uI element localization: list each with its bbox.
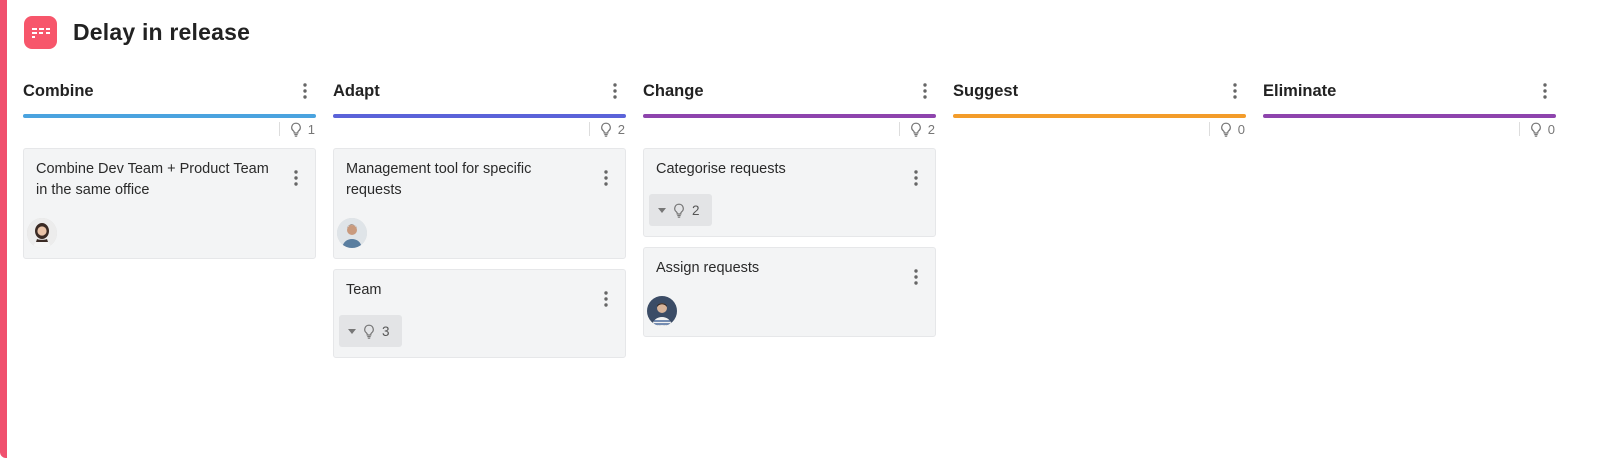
column-title: Suggest <box>953 81 1019 100</box>
column-eliminate: Eliminate 0 <box>1263 78 1556 358</box>
column-title: Combine <box>23 81 94 100</box>
lightbulb-icon <box>1530 122 1542 137</box>
man-avatar-2 <box>647 296 677 326</box>
idea-card[interactable]: Management tool for specific requests <box>333 148 626 259</box>
column-idea-count: 0 <box>1263 118 1556 140</box>
column-menu-icon[interactable] <box>1224 80 1246 102</box>
board-title: Delay in release <box>73 19 251 45</box>
lightbulb-icon <box>290 122 302 137</box>
grouped-count: 3 <box>382 323 390 339</box>
column-idea-count: 1 <box>23 118 316 140</box>
idea-count-value: 1 <box>307 121 315 137</box>
column-header: Adapt <box>333 78 626 104</box>
column-color-bar <box>23 114 316 118</box>
idea-count-value: 0 <box>1237 121 1245 137</box>
board-header: Delay in release <box>24 16 250 49</box>
grouped-count: 2 <box>692 202 700 218</box>
column-title: Change <box>643 81 704 100</box>
lightbulb-icon <box>910 122 922 137</box>
idea-card[interactable]: Combine Dev Team + Product Team in the s… <box>23 148 316 259</box>
column-suggest: Suggest 0 <box>953 78 1246 358</box>
count-divider <box>588 122 590 136</box>
caret-down-icon <box>348 328 356 334</box>
column-color-bar <box>953 114 1246 118</box>
count-divider <box>278 122 280 136</box>
column-idea-count: 2 <box>643 118 936 140</box>
column-header: Eliminate <box>1263 78 1556 104</box>
column-color-bar <box>1263 114 1556 118</box>
column-header: Change <box>643 78 936 104</box>
column-idea-count: 0 <box>953 118 1246 140</box>
card-title: Assign requests <box>656 260 760 276</box>
card-title: Team <box>346 282 382 298</box>
column-color-bar <box>333 114 626 118</box>
card-title: Management tool for specific requests <box>346 161 532 198</box>
column-header: Combine <box>23 78 316 104</box>
column-idea-count: 2 <box>333 118 626 140</box>
card-menu-icon[interactable] <box>285 167 307 189</box>
column-title: Eliminate <box>1263 81 1337 100</box>
idea-card[interactable]: Assign requests <box>643 247 936 337</box>
board-accent-bar <box>0 0 7 458</box>
card-menu-icon[interactable] <box>595 167 617 189</box>
lightbulb-icon <box>600 122 612 137</box>
count-divider <box>898 122 900 136</box>
count-divider <box>1518 122 1520 136</box>
card-title: Categorise requests <box>656 161 786 177</box>
grouped-ideas-toggle[interactable]: 3 <box>339 315 402 347</box>
lightbulb-icon <box>1220 122 1232 137</box>
column-title: Adapt <box>333 81 380 100</box>
lightbulb-icon <box>363 324 375 339</box>
lightbulb-icon <box>673 203 685 218</box>
card-menu-icon[interactable] <box>595 288 617 310</box>
idea-count-value: 2 <box>617 121 625 137</box>
card-menu-icon[interactable] <box>905 167 927 189</box>
card-title: Combine Dev Team + Product Team in the s… <box>36 161 269 198</box>
card-menu-icon[interactable] <box>905 266 927 288</box>
grouped-ideas-toggle[interactable]: 2 <box>649 194 712 226</box>
column-color-bar <box>643 114 936 118</box>
column-menu-icon[interactable] <box>294 80 316 102</box>
idea-count-value: 0 <box>1547 121 1555 137</box>
idea-count-value: 2 <box>927 121 935 137</box>
column-menu-icon[interactable] <box>914 80 936 102</box>
column-header: Suggest <box>953 78 1246 104</box>
card-list: Combine Dev Team + Product Team in the s… <box>23 148 316 259</box>
idea-card[interactable]: Categorise requests 2 <box>643 148 936 237</box>
count-divider <box>1208 122 1210 136</box>
board-app-icon[interactable] <box>24 16 57 49</box>
caret-down-icon <box>658 207 666 213</box>
column-menu-icon[interactable] <box>1534 80 1556 102</box>
man-avatar <box>337 218 367 248</box>
idea-card[interactable]: Team 3 <box>333 269 626 358</box>
woman-avatar <box>27 218 57 248</box>
column-menu-icon[interactable] <box>604 80 626 102</box>
